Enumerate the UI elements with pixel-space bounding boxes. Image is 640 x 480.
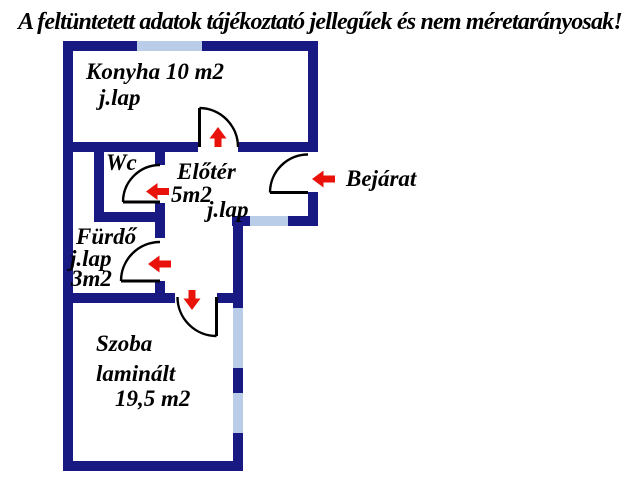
- konyha-door-arc: [199, 106, 240, 148]
- wc-door-arc: [121, 163, 161, 203]
- bejarat-label: Bejárat: [346, 166, 417, 191]
- wall-mid-vertical: [155, 203, 165, 238]
- window-szoba-upper: [233, 308, 243, 368]
- wall-szoba-top-right: [217, 293, 243, 303]
- wall-right-upper: [308, 41, 318, 151]
- konyha-floor-label: j.lap: [99, 85, 141, 110]
- wall-left: [63, 41, 73, 471]
- wall-wc-right-stub: [155, 142, 165, 165]
- konyha-door-arrow-icon: [209, 127, 227, 147]
- wall-right-below-entrance: [308, 192, 318, 225]
- bejarat-arrow-icon: [312, 170, 335, 188]
- disclaimer-text: A feltüntetett adatok tájékoztató jelleg…: [18, 9, 623, 35]
- wc-door-arrow-icon: [146, 183, 169, 200]
- wall-furdo-right-lower: [155, 281, 165, 303]
- szoba-label: Szoba: [96, 331, 153, 356]
- wall-wc-left: [94, 142, 104, 222]
- wc-label: Wc: [106, 150, 137, 175]
- szoba-floor-label: laminált: [96, 361, 176, 386]
- furdo-floor-label: j.lap: [70, 246, 112, 271]
- window-szoba-lower: [233, 393, 243, 433]
- window-eloter: [250, 216, 288, 226]
- szoba-area-label: 19,5 m2: [115, 386, 191, 411]
- wall-konyha-bottom-left: [63, 142, 198, 152]
- konyha-label: Konyha 10 m2: [86, 59, 225, 84]
- eloter-label: Előtér: [177, 159, 236, 184]
- eloter-floor-label: j.lap: [207, 197, 249, 222]
- wall-konyha-bottom-right: [238, 142, 318, 152]
- furdo-door-arc: [119, 240, 161, 282]
- szoba-door-arc: [176, 296, 217, 338]
- wall-wc-bottom: [94, 212, 165, 222]
- furdo-door-arrow-icon: [148, 255, 171, 273]
- furdo-area-label: 3m2: [71, 266, 112, 291]
- furdo-label: Fürdő: [76, 224, 137, 249]
- wall-bottom: [63, 461, 243, 471]
- szoba-door-arrow-icon: [183, 290, 201, 310]
- wall-szoba-top-left: [63, 293, 175, 303]
- window-konyha: [137, 41, 202, 51]
- bejarat-door-arc: [268, 153, 309, 193]
- eloter-area-label: 5m2: [171, 182, 212, 207]
